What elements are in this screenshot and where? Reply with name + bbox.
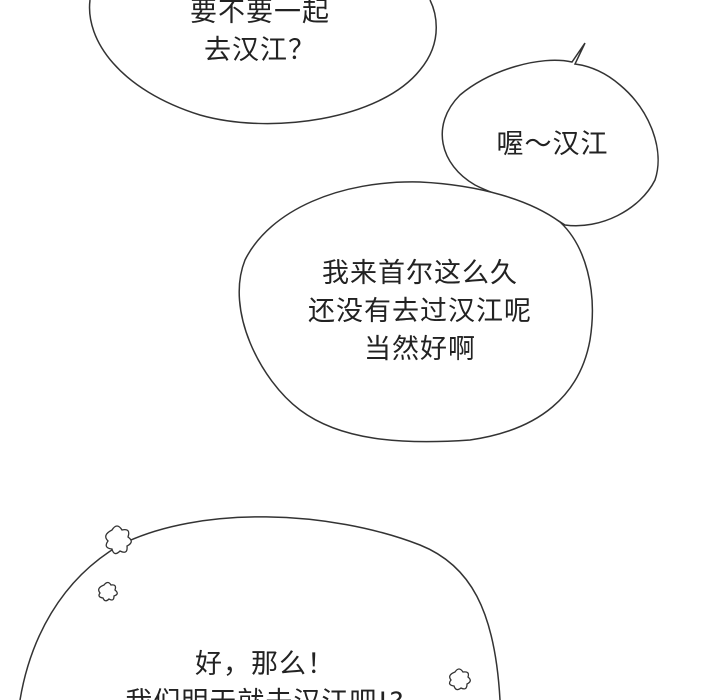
bubble-4-text: 好，那么！ 我们明天就去汉江吧!? [100, 646, 430, 700]
bubble-1-line-1: 要不要一起 [190, 0, 330, 28]
bubble-2-line-1: 喔～汉江 [496, 129, 609, 160]
speech-bubble-1 [88, 0, 437, 125]
speech-bubble-4 [19, 516, 501, 700]
bubble-2-text: 喔～汉江 [470, 126, 635, 164]
bubble-3-line-3: 当然好啊 [364, 334, 476, 365]
bubble-3-text: 我来首尔这么久 还没有去过汉江呢 当然好啊 [280, 255, 560, 369]
bubble-3-line-2: 还没有去过汉江呢 [308, 296, 532, 327]
bubble-4-line-1: 好，那么！ [195, 649, 335, 680]
bubble-4-line-2: 我们明天就去汉江吧!? [100, 684, 430, 700]
flower-icon [98, 525, 471, 691]
bubble-1-text: 要不要一起 去汉江？ [160, 0, 360, 70]
speech-bubble-3 [238, 181, 594, 443]
bubble-1-line-2: 去汉江？ [204, 35, 316, 66]
bubble-3-line-1: 我来首尔这么久 [322, 258, 518, 289]
